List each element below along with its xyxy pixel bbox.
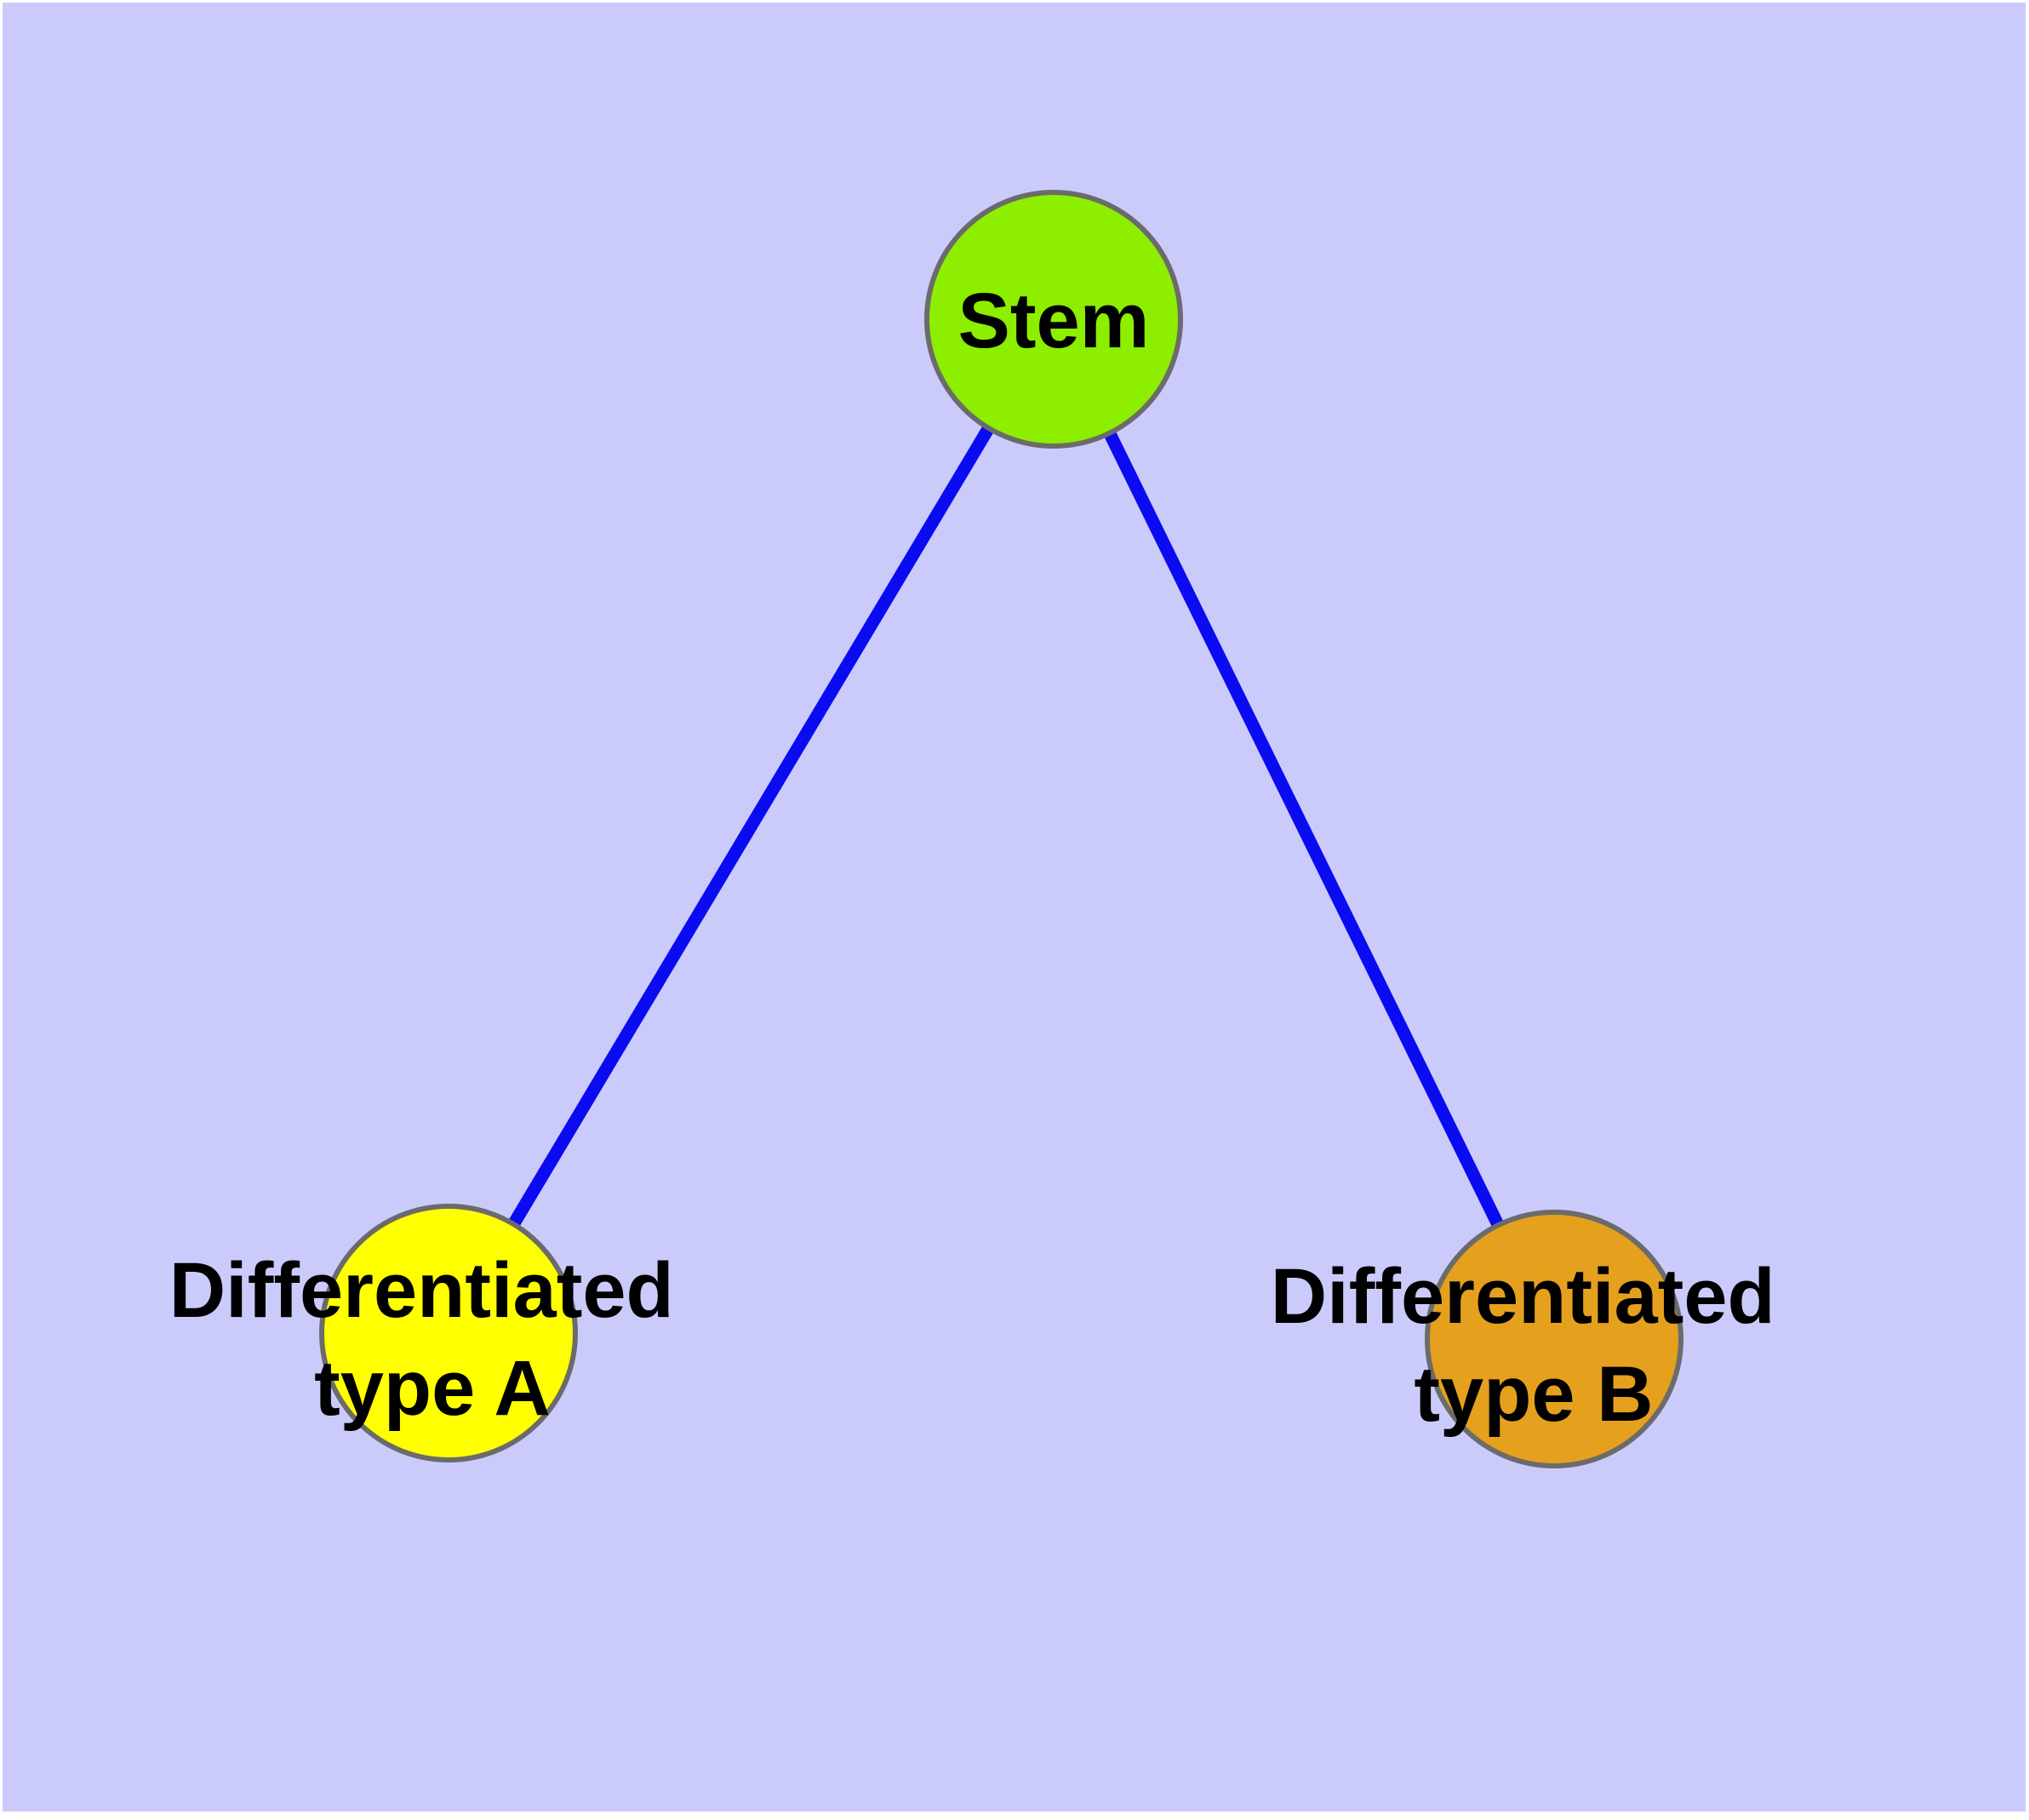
node-type-a: Differentiated type A: [169, 1204, 696, 1462]
node-stem: Stem: [924, 190, 1183, 449]
edge-stem-to-type-b: [1048, 316, 1560, 1342]
node-stem-label: Stem: [958, 278, 1150, 364]
node-type-a-label: Differentiated type A: [169, 1247, 696, 1432]
node-type-a-circle: [319, 1204, 578, 1462]
edges: [443, 316, 1560, 1342]
node-type-b-circle: [1425, 1210, 1683, 1468]
node-type-b-label-line1: Differentiated: [1271, 1253, 1775, 1340]
node-type-a-label-line1: Differentiated: [169, 1247, 674, 1334]
node-type-b-label: Differentiated type B: [1271, 1253, 1798, 1438]
node-type-a-label-line2: type A: [314, 1345, 551, 1432]
node-stem-circle: [924, 190, 1183, 449]
node-type-b: Differentiated type B: [1271, 1210, 1798, 1468]
edge-stem-to-type-a: [443, 316, 1060, 1336]
node-type-b-label-line2: type B: [1414, 1351, 1653, 1438]
